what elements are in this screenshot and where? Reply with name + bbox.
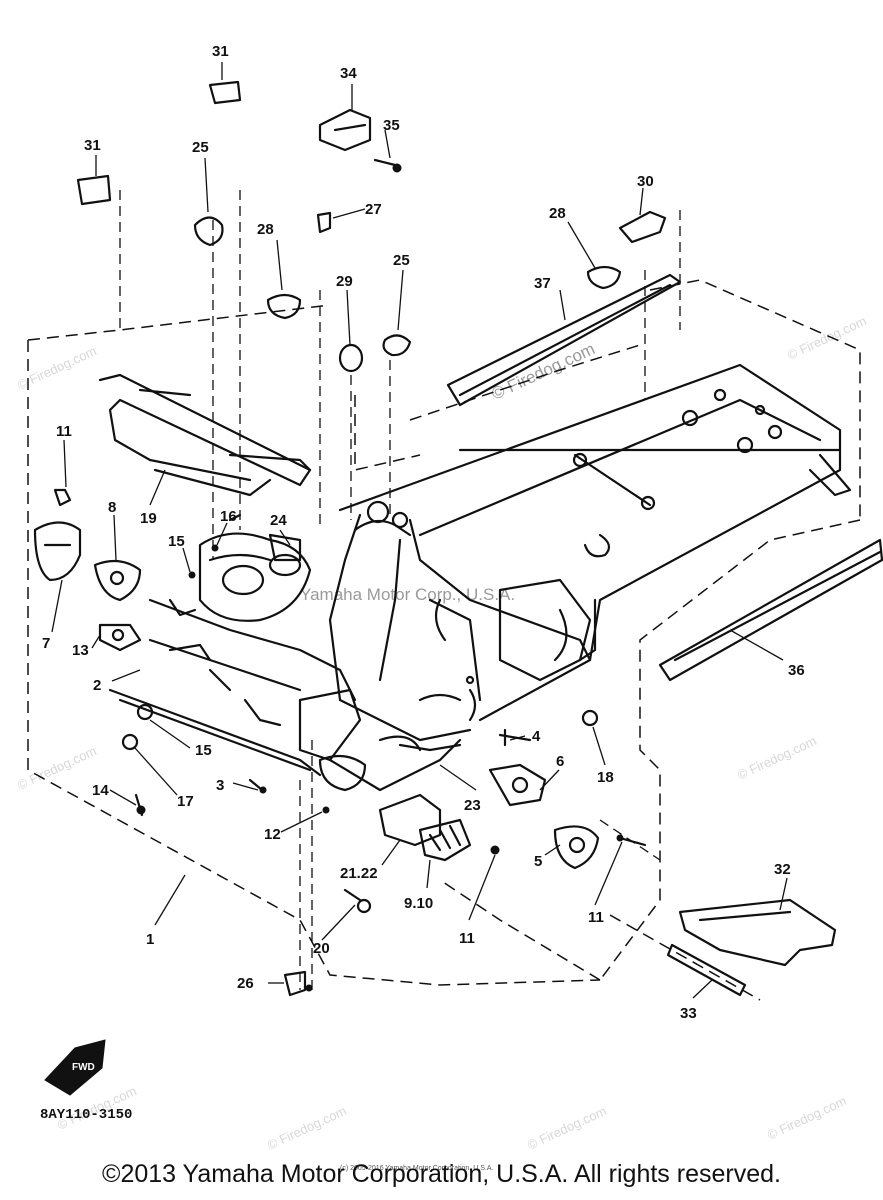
callout-16: 16 [220, 508, 237, 525]
callout-32: 32 [774, 861, 791, 878]
fwd-arrow-icon: FWD [44, 1039, 106, 1096]
callout-13: 13 [72, 642, 89, 659]
callout-31: 31 [212, 43, 229, 60]
callout-21-22: 21.22 [340, 865, 378, 882]
assembly-outlines [27, 190, 861, 1001]
callout-3: 3 [216, 777, 224, 794]
frame-assembly [298, 363, 852, 792]
callout-8: 8 [108, 499, 116, 516]
left-components [33, 373, 357, 817]
callout-4: 4 [532, 728, 541, 745]
fwd-label: FWD [72, 1062, 95, 1073]
callout-15: 15 [195, 742, 212, 759]
callout-14: 14 [92, 782, 109, 799]
callout-25: 25 [192, 139, 209, 156]
callout-33: 33 [680, 1005, 697, 1022]
callout-15: 15 [168, 533, 185, 550]
callout-17: 17 [177, 793, 194, 810]
callout-2: 2 [93, 677, 101, 694]
callout-6: 6 [556, 753, 564, 770]
watermark: © Firedog.com [265, 1103, 349, 1153]
callout-34: 34 [340, 65, 357, 82]
callout-20: 20 [313, 940, 330, 957]
watermark: © Firedog.com [735, 733, 819, 783]
callout-23: 23 [464, 797, 481, 814]
callout-29: 29 [336, 273, 353, 290]
callout-36: 36 [788, 662, 805, 679]
watermark-center: Yamaha Motor Corp., U.S.A. [300, 585, 515, 604]
callout-27: 27 [365, 201, 382, 218]
center-components [283, 735, 500, 997]
callout-25: 25 [393, 252, 410, 269]
callout-35: 35 [383, 117, 400, 134]
callout-26: 26 [237, 975, 254, 992]
watermark: © Firedog.com [525, 1103, 609, 1153]
callout-11: 11 [459, 930, 475, 947]
callout-labels: 31 34 35 31 25 27 30 28 28 29 25 37 11 8… [42, 43, 805, 1022]
callout-24: 24 [270, 512, 287, 529]
callout-9-10: 9.10 [404, 895, 433, 912]
callout-7: 7 [42, 635, 50, 652]
callout-5: 5 [534, 853, 542, 870]
watermark: © Firedog.com [765, 1093, 849, 1143]
callout-28: 28 [257, 221, 274, 238]
part-code: 8AY110-3150 [40, 1107, 132, 1123]
callout-12: 12 [264, 826, 281, 843]
callout-30: 30 [637, 173, 654, 190]
callout-1: 1 [146, 931, 154, 948]
callout-18: 18 [597, 769, 614, 786]
callout-31: 31 [84, 137, 101, 154]
callout-28: 28 [549, 205, 566, 222]
callout-37: 37 [534, 275, 551, 292]
callout-11: 11 [56, 423, 72, 440]
leader-lines [51, 62, 788, 999]
top-components [76, 80, 883, 997]
watermark: © Firedog.com [785, 313, 869, 363]
right-components [488, 709, 647, 870]
small-print: (c) 2005-2016 Yamaha Motor Corporation, … [340, 1165, 493, 1172]
callout-19: 19 [140, 510, 157, 527]
copyright-notice: ©2013 Yamaha Motor Corporation, U.S.A. A… [102, 1160, 781, 1188]
callout-11: 11 [588, 909, 604, 926]
